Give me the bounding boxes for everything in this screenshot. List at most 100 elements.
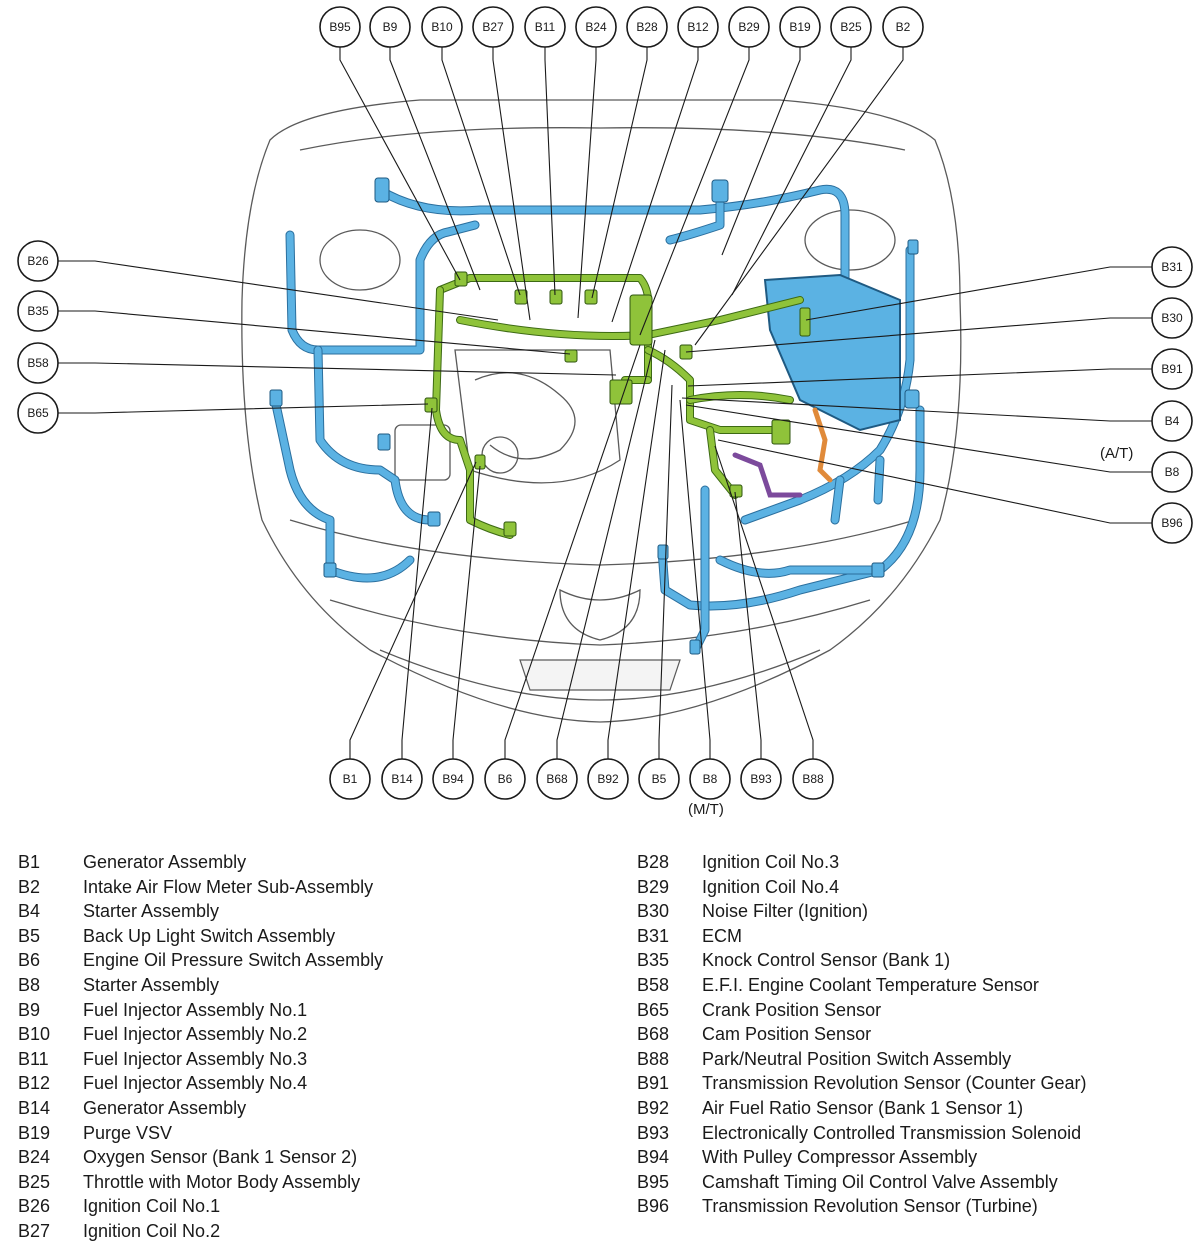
callout-label: B91 — [1161, 362, 1183, 376]
legend-description: Starter Assembly — [83, 901, 220, 922]
legend-code: B6 — [18, 950, 41, 971]
callout-circle — [17, 290, 59, 332]
legend-code: B24 — [18, 1147, 51, 1168]
callout-label: B6 — [498, 772, 513, 786]
callout-callouts_top-4: B11 — [524, 6, 566, 48]
callout-label: B28 — [636, 20, 658, 34]
callout-label: B92 — [597, 772, 619, 786]
legend-description: Ignition Coil No.2 — [83, 1220, 221, 1241]
callout-circle — [17, 342, 59, 384]
legend-code: B9 — [18, 999, 41, 1020]
legend-code: B31 — [637, 925, 670, 946]
callout-label: B29 — [738, 20, 760, 34]
legend-row: B29 Ignition Coil No.4 — [637, 875, 1087, 900]
callout-circle — [329, 758, 371, 800]
callout-callouts_bottom-7: B8 — [689, 758, 731, 800]
callout-circle — [432, 758, 474, 800]
legend-description: Electronically Controlled Transmission S… — [702, 1122, 1082, 1143]
callout-label: B26 — [27, 254, 49, 268]
callout-circle — [1151, 451, 1193, 493]
legend-description: Generator Assembly — [83, 852, 247, 872]
note-at: (A/T) — [1100, 445, 1133, 462]
legend-code: B29 — [637, 876, 670, 897]
callout-callouts_bottom-0: B1 — [329, 758, 371, 800]
legend-description: Fuel Injector Assembly No.2 — [83, 1024, 308, 1045]
callout-callouts_bottom-4: B68 — [536, 758, 578, 800]
callout-circle — [421, 6, 463, 48]
leader-lines — [58, 46, 1153, 760]
callout-callouts_top-2: B10 — [421, 6, 463, 48]
callout-label: B19 — [789, 20, 811, 34]
callout-callouts_right-2: B91 — [1151, 348, 1193, 390]
callout-circle — [882, 6, 924, 48]
callout-callouts_bottom-3: B6 — [484, 758, 526, 800]
legend-description: Starter Assembly — [83, 974, 220, 995]
callout-label: B94 — [442, 772, 464, 786]
legend-code: B5 — [18, 925, 41, 946]
legend-description: Noise Filter (Ignition) — [702, 901, 869, 922]
legend-code: B88 — [637, 1048, 670, 1069]
legend-description: Generator Assembly — [83, 1097, 247, 1118]
callout-circle — [1151, 502, 1193, 544]
legend-code: B19 — [18, 1122, 51, 1143]
legend-description: Back Up Light Switch Assembly — [83, 925, 336, 946]
callout-label: B4 — [1165, 414, 1180, 428]
callout-label: B9 — [383, 20, 398, 34]
legend-code: B96 — [637, 1196, 670, 1217]
callout-circle — [638, 758, 680, 800]
legend-code: B94 — [637, 1147, 670, 1168]
callout-label: B95 — [329, 20, 351, 34]
callout-callouts_left-1: B35 — [17, 290, 59, 332]
callout-circle — [575, 6, 617, 48]
callout-callouts_right-3: B4 — [1151, 400, 1193, 442]
legend-description: Cam Position Sensor — [702, 1024, 872, 1045]
callout-callouts_top-11: B2 — [882, 6, 924, 48]
callout-circle — [830, 6, 872, 48]
legend-row: B5 Back Up Light Switch Assembly — [18, 924, 383, 949]
legend-description: E.F.I. Engine Coolant Temperature Sensor — [702, 974, 1039, 995]
callout-callouts_right-5: B96 — [1151, 502, 1193, 544]
callout-callouts_left-0: B26 — [17, 240, 59, 282]
callout-callouts_bottom-6: B5 — [638, 758, 680, 800]
callout-label: B1 — [343, 772, 358, 786]
legend-description: With Pulley Compressor Assembly — [702, 1147, 978, 1168]
legend-code: B11 — [18, 1048, 49, 1069]
callout-callouts_top-0: B95 — [319, 6, 361, 48]
legend-description: Ignition Coil No.4 — [702, 876, 840, 897]
legend-description: Ignition Coil No.3 — [702, 852, 840, 872]
callout-circle — [536, 758, 578, 800]
callout-label: B2 — [896, 20, 911, 34]
callout-callouts_bottom-8: B93 — [740, 758, 782, 800]
callout-callouts_top-3: B27 — [472, 6, 514, 48]
callout-label: B31 — [1161, 260, 1183, 274]
legend-description: Fuel Injector Assembly No.1 — [83, 999, 308, 1020]
callout-circle — [1151, 246, 1193, 288]
legend-description: Crank Position Sensor — [702, 999, 882, 1020]
legend-row: B58 E.F.I. Engine Coolant Temperature Sen… — [637, 973, 1087, 998]
legend-code: B58 — [637, 974, 670, 995]
callout-callouts_right-0: B31 — [1151, 246, 1193, 288]
legend-description: Camshaft Timing Oil Control Valve Assemb… — [702, 1171, 1058, 1192]
legend-description: Throttle with Motor Body Assembly — [83, 1171, 361, 1192]
callout-circle — [17, 392, 59, 434]
legend-description: Fuel Injector Assembly No.4 — [83, 1073, 308, 1094]
callout-label: B12 — [687, 20, 709, 34]
legend-code: B92 — [637, 1097, 670, 1118]
green-harness — [424, 271, 811, 539]
